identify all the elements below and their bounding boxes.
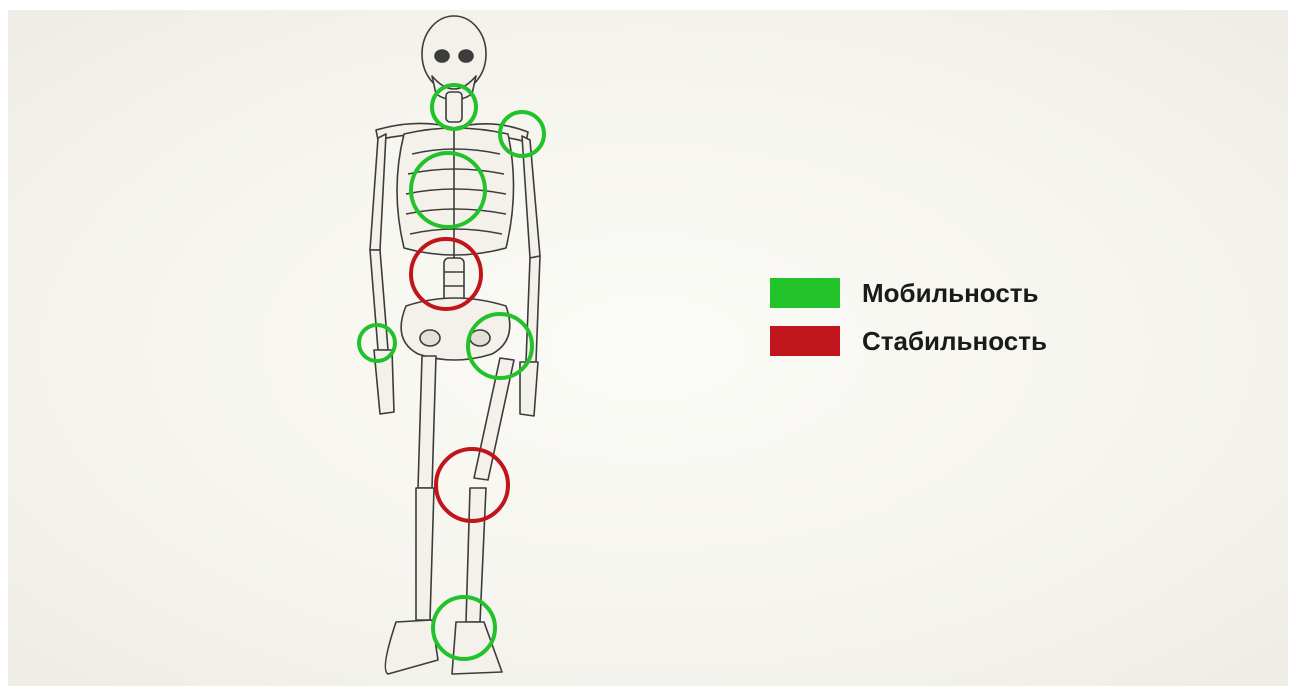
legend-item-mobility: Мобильность bbox=[770, 272, 1047, 314]
legend: Мобильность Стабильность bbox=[770, 272, 1047, 368]
skeleton-figure bbox=[8, 10, 1288, 686]
mobility-swatch bbox=[770, 278, 840, 308]
legend-item-stability: Стабильность bbox=[770, 320, 1047, 362]
slide: Мобильность Стабильность bbox=[8, 10, 1288, 686]
legend-label-stability: Стабильность bbox=[862, 326, 1047, 357]
stability-swatch bbox=[770, 326, 840, 356]
legend-label-mobility: Мобильность bbox=[862, 278, 1039, 309]
skull-icon bbox=[422, 16, 486, 92]
